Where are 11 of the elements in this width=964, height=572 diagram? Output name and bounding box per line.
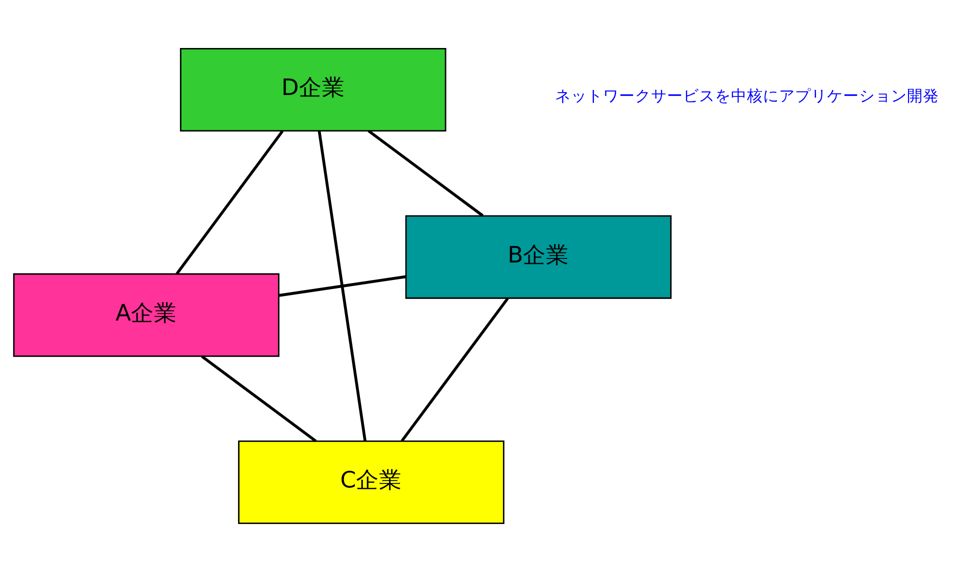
connector (278, 275, 406, 297)
node-box: B企業 (405, 215, 672, 299)
connector (201, 355, 317, 442)
connector (176, 130, 284, 275)
connector (318, 130, 367, 442)
connector (400, 298, 509, 442)
node-box: A企業 (13, 273, 280, 357)
node-box: D企業 (180, 48, 446, 132)
label: ネットワークサービスを中核にアプリケーション開発 (554, 86, 939, 105)
connector (368, 130, 484, 217)
node-box: C企業 (238, 440, 504, 524)
